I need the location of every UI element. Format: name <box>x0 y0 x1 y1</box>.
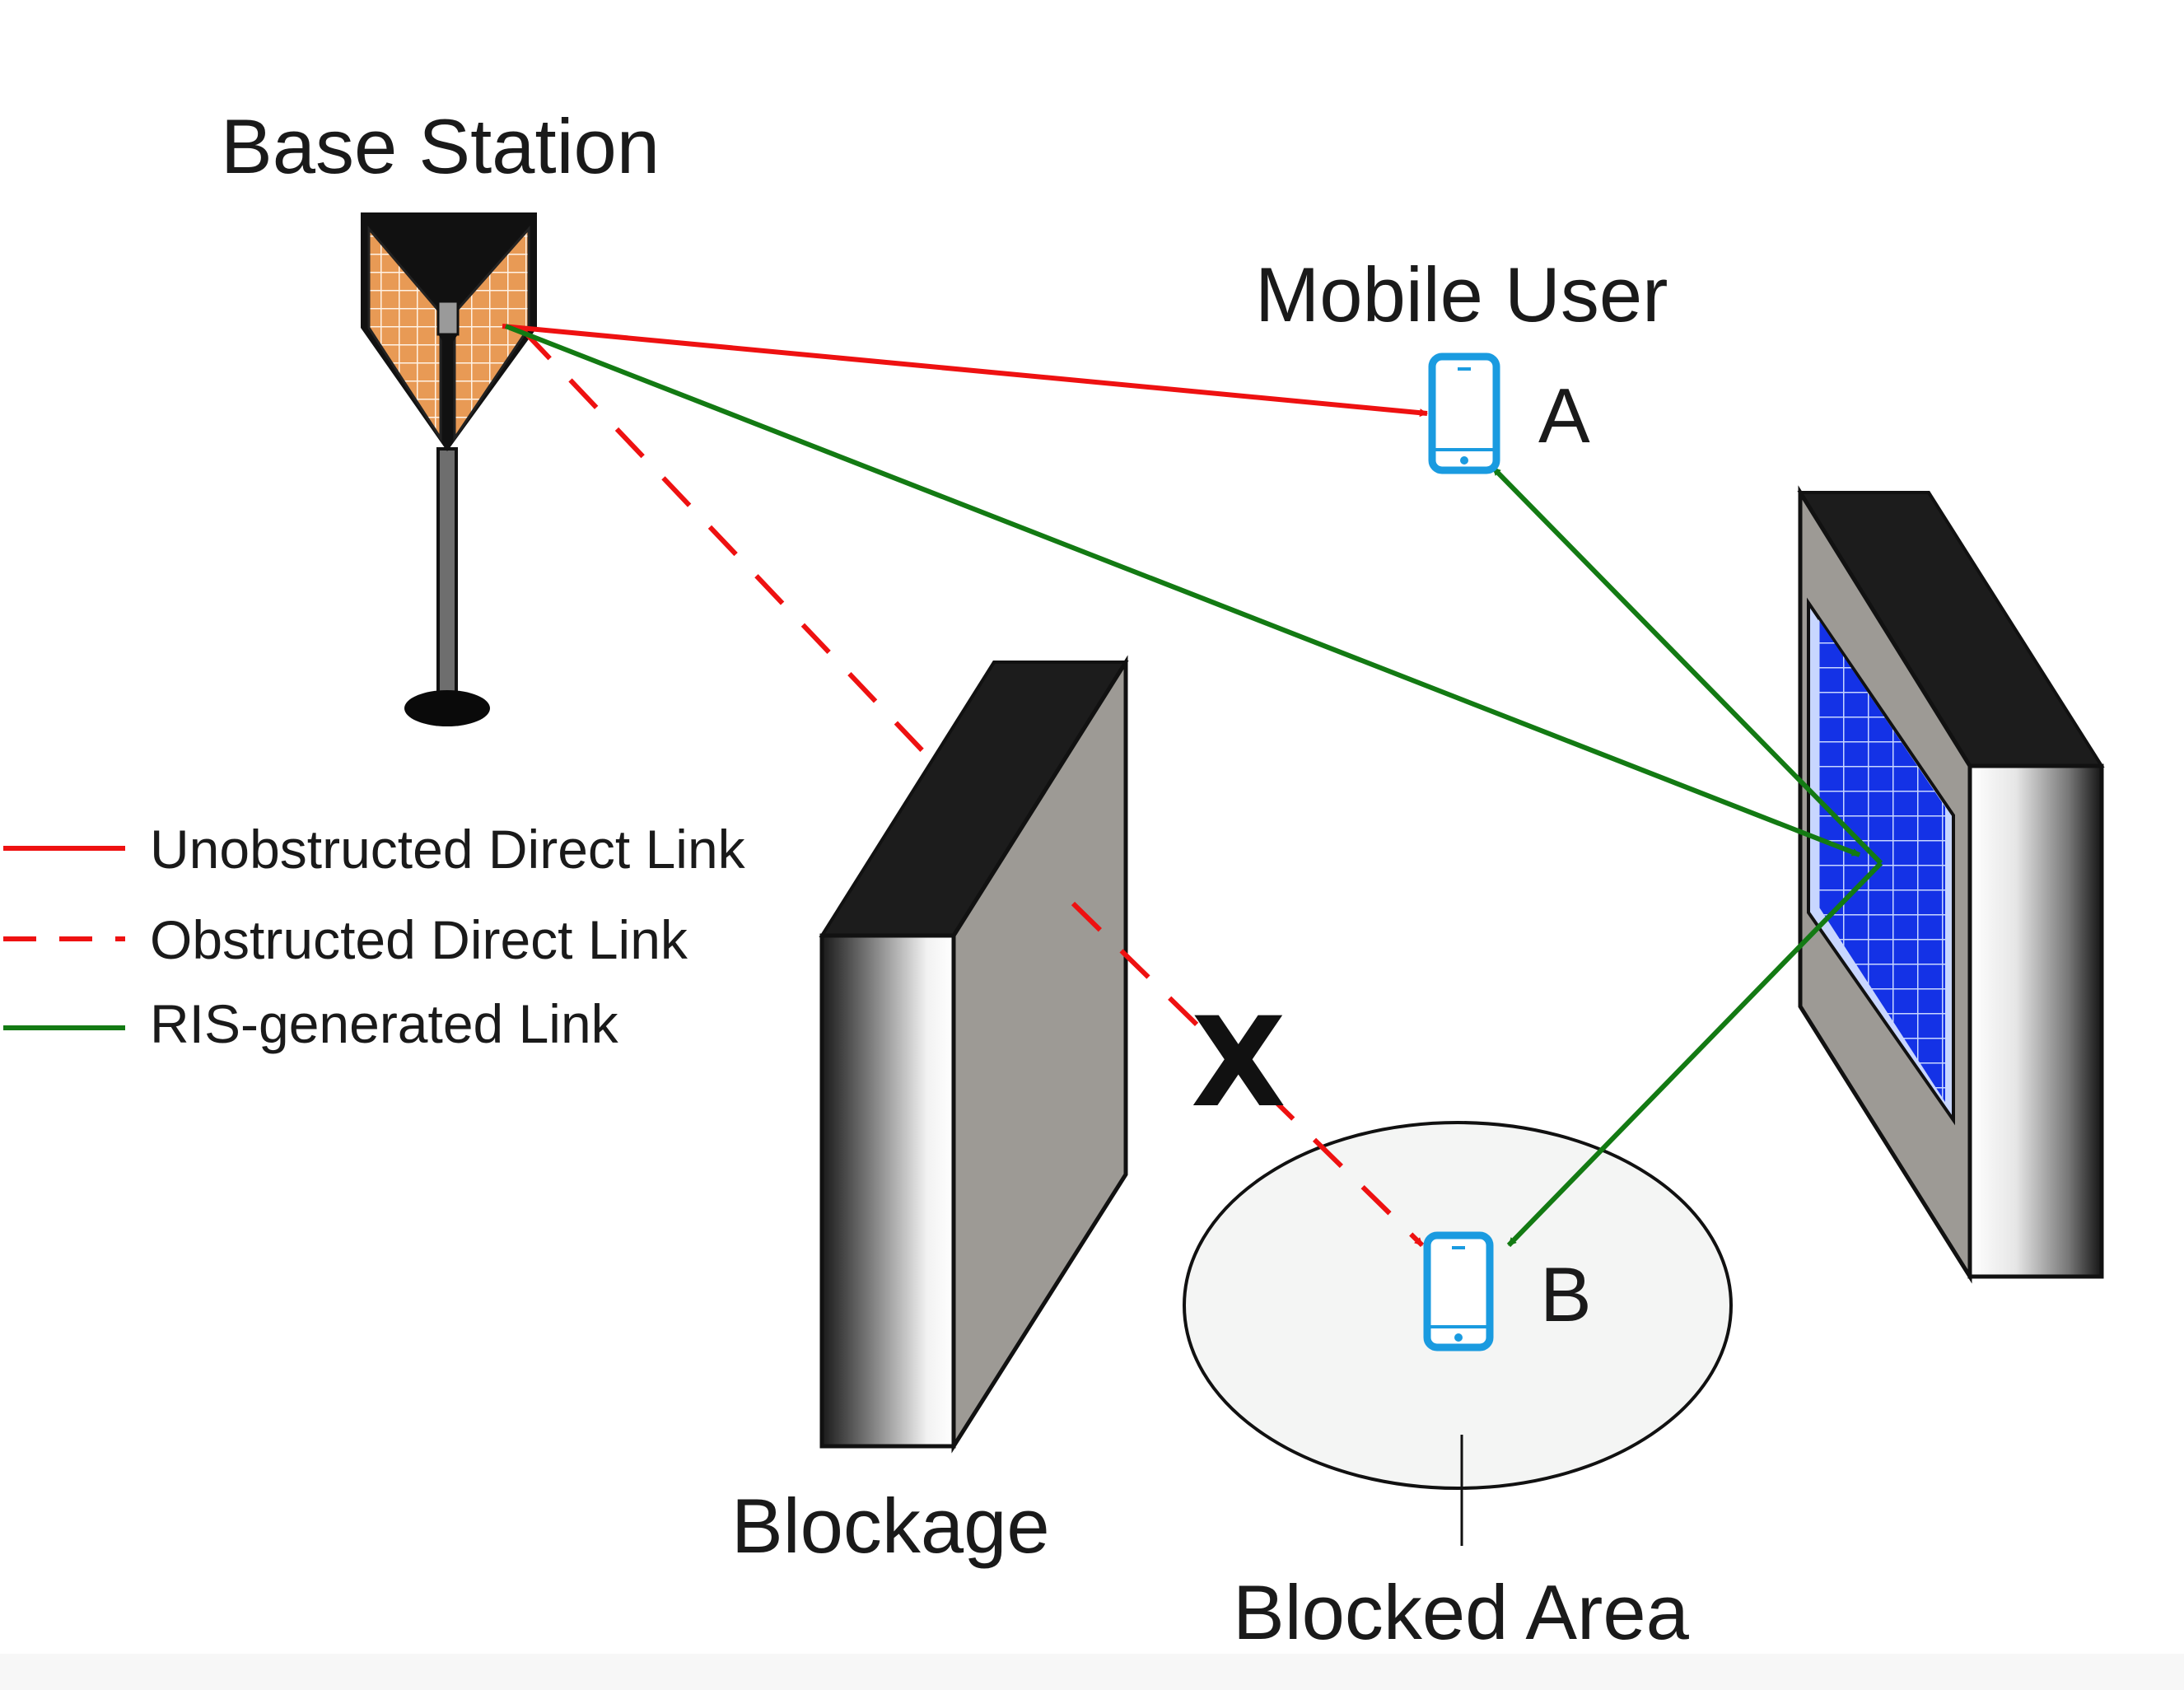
legend: Unobstructed Direct Link Obstructed Dire… <box>3 819 746 1054</box>
base-station-icon <box>361 212 537 726</box>
unobstructed-direct-link <box>502 324 1428 418</box>
legend-label-ris: RIS-generated Link <box>150 993 619 1054</box>
legend-label-unobstructed: Unobstructed Direct Link <box>150 819 746 880</box>
mobile-user-label: Mobile User <box>1255 251 1668 338</box>
wall-icon <box>819 655 1129 1454</box>
obstructed-direct-link-upper <box>521 329 936 764</box>
obstructed-direct-link-lower <box>1071 901 1425 1248</box>
blocked-mark: X <box>1191 992 1286 1135</box>
legend-label-obstructed: Obstructed Direct Link <box>150 909 688 970</box>
phone-icon <box>1423 1231 1494 1352</box>
base-station-label: Base Station <box>221 103 660 189</box>
blocked-area-label: Blocked Area <box>1233 1569 1690 1655</box>
bottom-band <box>0 1654 2184 1690</box>
ris-link-bs-to-ris <box>504 324 1861 857</box>
blockage-label: Blockage <box>731 1482 1050 1569</box>
ris-link-ris-to-b <box>1506 861 1883 1248</box>
user-b-label: B <box>1540 1251 1592 1338</box>
phone-icon <box>1428 352 1500 474</box>
ris-panel-icon <box>1797 485 2105 1284</box>
ris-link-ris-to-a <box>1491 465 1883 866</box>
user-a-label: A <box>1538 372 1590 459</box>
